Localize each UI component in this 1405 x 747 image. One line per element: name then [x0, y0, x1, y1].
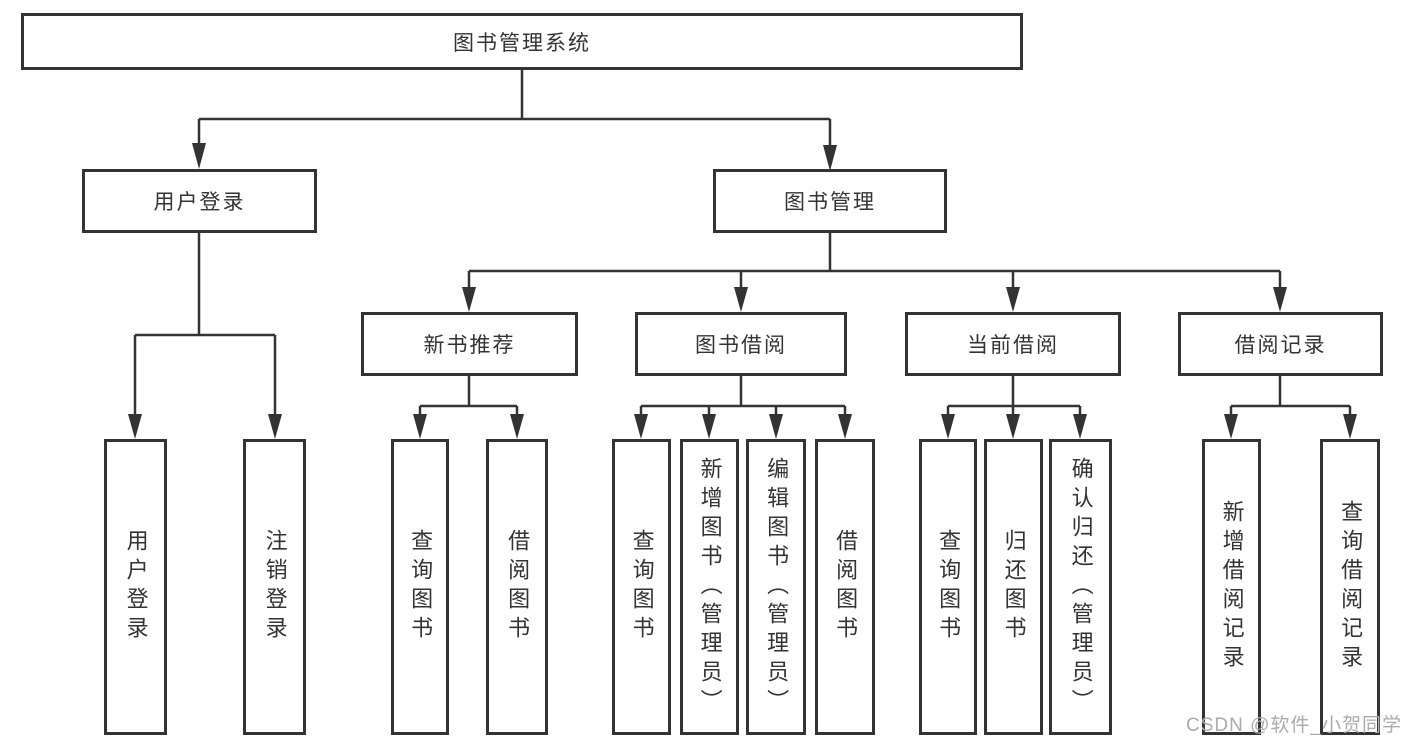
node-user-login: 用户登录: [82, 169, 317, 233]
leaf-add-books-admin: 新增图书（管理员）: [680, 439, 739, 735]
node-borrowing-records: 借阅记录: [1178, 312, 1383, 376]
node-label: 归还图书: [1001, 529, 1027, 645]
leaf-borrow-books: 借阅图书: [815, 439, 875, 735]
node-label: 查询图书: [629, 529, 655, 645]
leaf-query-books-recommend: 查询图书: [391, 439, 449, 735]
leaf-query-borrow-record: 查询借阅记录: [1320, 439, 1380, 735]
node-label: 图书管理系统: [453, 31, 591, 55]
leaf-query-books-current: 查询图书: [919, 439, 977, 735]
connector-stems: [133, 70, 1352, 415]
csdn-watermark: CSDN @软件_小贺同学: [1186, 715, 1402, 736]
node-book-management: 图书管理: [713, 169, 947, 233]
node-label: 注销登录: [262, 529, 288, 645]
leaf-edit-books-admin: 编辑图书（管理员）: [746, 439, 806, 735]
node-label: 编辑图书（管理员）: [764, 456, 790, 718]
node-label: 图书管理: [784, 191, 876, 214]
node-label: 借阅记录: [1234, 334, 1327, 357]
node-label: 用户登录: [153, 191, 246, 214]
node-label: 新书推荐: [423, 334, 516, 357]
leaf-add-borrow-record: 新增借阅记录: [1202, 439, 1261, 735]
node-label: 用户登录: [123, 529, 149, 645]
node-label: 新增借阅记录: [1219, 500, 1245, 674]
node-label: 查询图书: [408, 529, 434, 645]
node-label: 图书借阅: [695, 334, 787, 357]
node-label: 当前借阅: [967, 334, 1059, 357]
node-label: 查询图书: [936, 529, 962, 645]
node-label: 确认归还（管理员）: [1068, 456, 1094, 718]
node-label: 借阅图书: [505, 529, 531, 645]
node-label: 借阅图书: [833, 529, 859, 645]
node-current-borrowing: 当前借阅: [905, 312, 1121, 376]
leaf-confirm-return-admin: 确认归还（管理员）: [1049, 439, 1112, 735]
node-library-management-system: 图书管理系统: [21, 13, 1023, 70]
leaf-return-books: 归还图书: [984, 439, 1043, 735]
node-label: 新增图书（管理员）: [697, 456, 723, 718]
leaf-borrow-books-recommend: 借阅图书: [486, 439, 548, 735]
node-label: 查询借阅记录: [1338, 500, 1364, 674]
arrowheads: [128, 143, 1357, 439]
leaf-user-login: 用户登录: [104, 439, 167, 735]
leaf-query-books-borrowing: 查询图书: [612, 439, 671, 735]
node-new-book-recommend: 新书推荐: [361, 312, 578, 376]
node-book-borrowing: 图书借阅: [635, 312, 847, 376]
leaf-logout: 注销登录: [243, 439, 306, 735]
